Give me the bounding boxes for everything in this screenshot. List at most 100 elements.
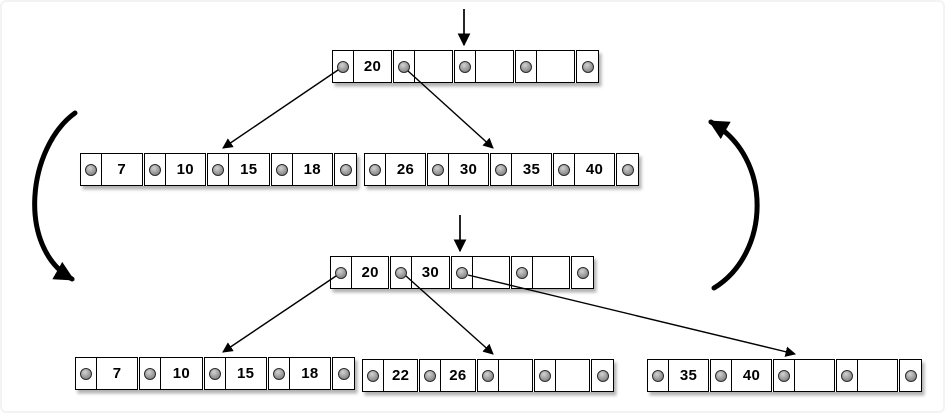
- pointer-key-pair: [533, 359, 590, 392]
- pointer-icon: [337, 367, 350, 380]
- key-cell: [476, 51, 513, 82]
- pointer-cell: [554, 154, 575, 185]
- pointer-key-pair: [836, 359, 898, 392]
- pointer-icon: [212, 163, 224, 176]
- key-cell: 10: [176, 161, 194, 178]
- pointer-key-pair: 15: [207, 153, 270, 186]
- key-cell: [415, 51, 452, 82]
- pointer-cell: [617, 154, 638, 185]
- pointer-cell: [512, 257, 533, 288]
- pointer-icon: [144, 367, 157, 380]
- key-cell: 26: [449, 367, 467, 384]
- pointer-cell: [363, 360, 384, 391]
- pointer-cell: [420, 360, 442, 391]
- pointer-icon: [148, 163, 161, 176]
- pointer-key-pair: 40: [553, 153, 615, 186]
- pointer-cell: [81, 154, 102, 185]
- pointer-cell: [140, 358, 162, 389]
- pointer-key-pair: 35: [490, 153, 552, 186]
- pointer-cell: [205, 358, 226, 389]
- pointer-cell: [394, 51, 415, 82]
- pointer-icon: [459, 60, 471, 73]
- pointer-cell: [145, 154, 166, 185]
- key-cell: 10: [172, 365, 191, 382]
- key-cell: 35: [522, 161, 541, 178]
- cycle-arrow-up-right-icon: [708, 119, 760, 291]
- pointer-key-pair: 26: [364, 153, 426, 186]
- btree-node-bottom-left-child: 7 10 15 18: [75, 357, 355, 390]
- key-cell: 7: [117, 161, 127, 178]
- btree-node-top-right-child: 26 30 35 40: [364, 153, 639, 186]
- pointer-key-pair: 22: [362, 359, 419, 392]
- pointer-cell: [365, 154, 386, 185]
- key-cell: [499, 360, 532, 391]
- pointer-icon: [395, 266, 408, 279]
- pointer-icon: [337, 60, 349, 73]
- pointer-icon: [424, 369, 437, 382]
- pointer-icon: [515, 266, 528, 279]
- key-cell: [556, 360, 589, 391]
- key-cell: [795, 360, 834, 391]
- pointer-icon: [495, 163, 507, 176]
- btree-node-top-left-child: 7 10 15 18: [80, 153, 357, 186]
- pointer-cell: [516, 51, 537, 82]
- pointer-key-pair: [773, 359, 835, 392]
- pointer-key-pair: 10: [143, 153, 206, 186]
- key-cell: 40: [742, 367, 761, 384]
- key-cell: 15: [236, 365, 255, 382]
- key-cell: 18: [303, 161, 321, 178]
- pointer-icon: [339, 163, 352, 176]
- key-cell: [858, 360, 897, 391]
- pointer-icon: [576, 266, 589, 279]
- key-cell: 30: [421, 264, 440, 281]
- pointer-cell: [335, 154, 356, 185]
- pointer-cell: [452, 257, 473, 288]
- pointer-icon: [481, 369, 494, 382]
- pointer-icon: [558, 163, 570, 176]
- edge-top-root-to-left-child: [222, 69, 339, 149]
- pointer-cell: [535, 360, 556, 391]
- pointer-key-pair: 26: [419, 359, 476, 392]
- pointer-icon: [520, 60, 532, 73]
- key-cell: 20: [363, 58, 382, 75]
- btree-node-bottom-middle-child: 22 26: [362, 359, 614, 392]
- pointer-cell: [478, 360, 499, 391]
- pointer-key-pair: [510, 256, 570, 289]
- pointer-cell: [577, 51, 598, 82]
- pointer-key-pair: [571, 256, 594, 289]
- cycle-arrow-down-left-icon: [32, 110, 78, 282]
- pointer-icon: [80, 367, 92, 380]
- pointer-key-pair: [393, 50, 453, 83]
- pointer-cell: [333, 51, 354, 82]
- edge-bottom-root-to-left-child: [222, 275, 337, 353]
- pointer-icon: [778, 369, 790, 382]
- pointer-cell: [428, 154, 449, 185]
- pointer-icon: [596, 369, 609, 382]
- pointer-cell: [391, 257, 413, 288]
- pointer-key-pair: 35: [647, 359, 709, 392]
- pointer-key-pair: 30: [427, 153, 489, 186]
- pointer-cell: [331, 257, 352, 288]
- pointer-key-pair: 20: [330, 256, 390, 289]
- pointer-icon: [652, 369, 664, 382]
- key-cell: 22: [391, 367, 410, 384]
- pointer-cell: [900, 360, 921, 391]
- pointer-icon: [432, 163, 444, 176]
- pointer-cell: [572, 257, 593, 288]
- pointer-icon: [272, 367, 285, 380]
- pointer-cell: [491, 154, 512, 185]
- btree-node-bottom-root: 20 30: [330, 256, 594, 289]
- pointer-key-pair: [515, 50, 575, 83]
- pointer-key-pair: 40: [710, 359, 772, 392]
- pointer-key-pair: [591, 359, 614, 392]
- pointer-icon: [841, 369, 853, 382]
- key-cell: 20: [361, 264, 379, 281]
- pointer-icon: [369, 163, 381, 176]
- pointer-icon: [208, 367, 221, 380]
- key-cell: 40: [585, 161, 604, 178]
- pointer-cell: [76, 358, 97, 389]
- pointer-cell: [592, 360, 613, 391]
- pointer-icon: [275, 163, 288, 176]
- pointer-key-pair: [576, 50, 599, 83]
